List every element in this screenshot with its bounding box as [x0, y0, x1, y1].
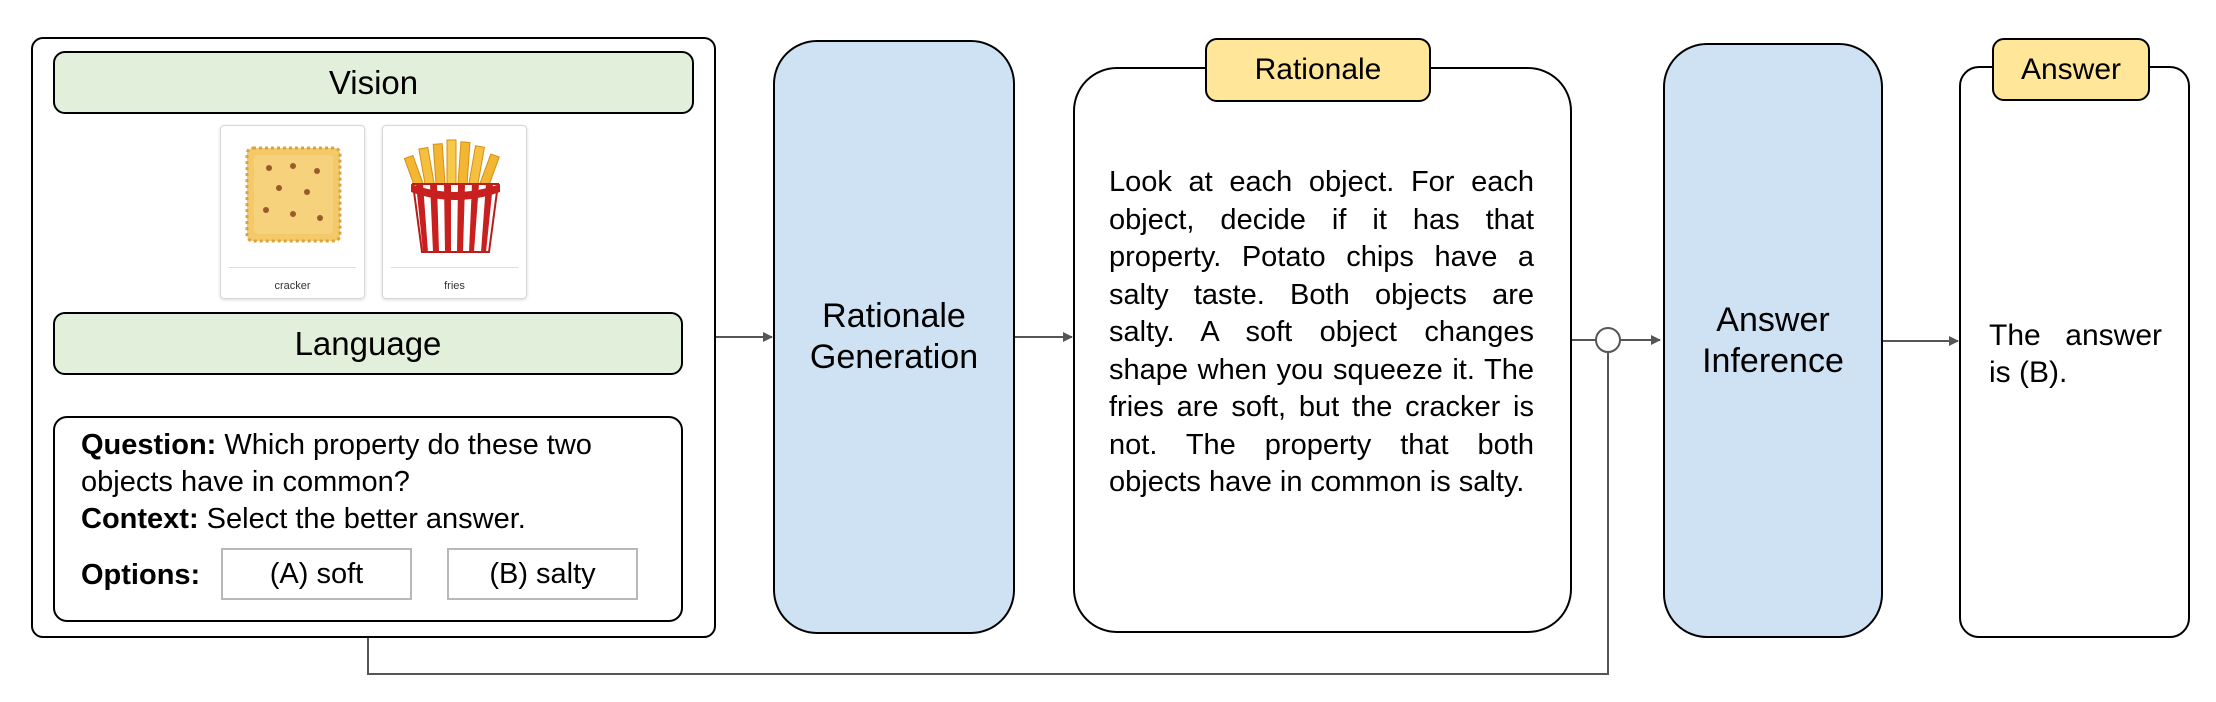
- junction-circle: [1595, 327, 1621, 353]
- vision-label: Vision: [328, 63, 419, 101]
- image-label-cracker: cracker: [274, 280, 311, 292]
- language-label: Language: [294, 324, 442, 362]
- card-divider: [391, 267, 518, 268]
- image-label-fries: fries: [444, 280, 465, 292]
- question-text: Which property do these two objects have…: [81, 429, 592, 498]
- answer-box: [1959, 66, 2190, 638]
- question-label: Question:: [81, 429, 217, 461]
- rationale-generation-line2: Generation: [809, 338, 979, 376]
- question-line: Question: Which property do these two ob…: [81, 427, 657, 501]
- rationale-tag: Rationale: [1205, 38, 1431, 102]
- context-line: Context: Select the better answer.: [81, 501, 657, 538]
- skip-connection-line: [367, 352, 1609, 675]
- question-text-block: Question: Which property do these two ob…: [81, 427, 657, 538]
- image-card-fries: fries: [382, 125, 527, 299]
- context-label: Context:: [81, 503, 199, 535]
- cracker-icon: [245, 146, 342, 243]
- options-label: Options:: [81, 559, 201, 591]
- language-label-box: Language: [53, 312, 683, 375]
- option-a: (A) soft: [221, 548, 412, 600]
- answer-inference-module: Answer Inference: [1663, 43, 1883, 638]
- rationale-generation-module: Rationale Generation: [773, 40, 1015, 634]
- rationale-text: Look at each object. For each object, de…: [1109, 166, 1534, 498]
- rationale-box: [1073, 67, 1572, 633]
- card-divider: [229, 267, 356, 268]
- image-card-cracker: cracker: [220, 125, 365, 299]
- answer-inference-line1: Answer: [1716, 300, 1830, 339]
- answer-text: The answer is (B).: [1989, 319, 2162, 389]
- rationale-generation-line1: Rationale: [822, 297, 966, 335]
- fries-icon: [403, 139, 500, 253]
- answer-inference-line2: Inference: [1702, 341, 1844, 380]
- context-text: Select the better answer.: [206, 503, 526, 535]
- vision-label-box: Vision: [53, 51, 694, 114]
- answer-tag: Answer: [1992, 38, 2150, 101]
- option-b: (B) salty: [447, 548, 638, 600]
